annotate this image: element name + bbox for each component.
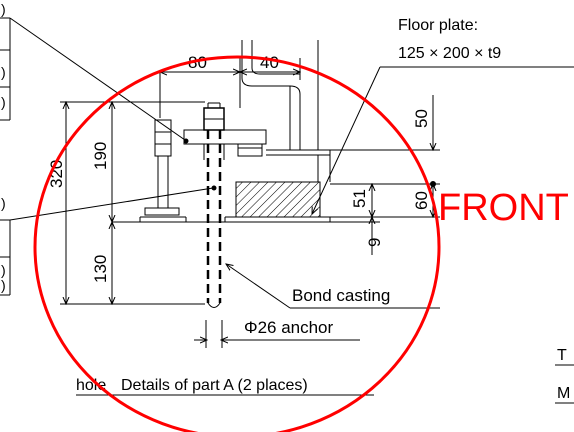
front-label: FRONT bbox=[438, 187, 569, 229]
floor-plate-callout: Floor plate: 125 × 200 × t9 bbox=[312, 17, 574, 214]
left-dimensions: 320 190 130 bbox=[47, 102, 205, 304]
floor-plate-size: 125 × 200 × t9 bbox=[398, 45, 501, 62]
dim-80: 80 bbox=[188, 53, 207, 72]
caption: hole Details of part A (2 places) bbox=[76, 377, 374, 396]
caption-title: Details of part A (2 places) bbox=[121, 377, 308, 394]
right-edge-fragment: T M bbox=[555, 347, 574, 404]
anchor-dimension: Φ26 anchor bbox=[194, 318, 360, 348]
caption-prefix: hole bbox=[76, 377, 106, 394]
leader-upper-dot bbox=[183, 138, 189, 144]
dim-60: 60 bbox=[412, 191, 431, 210]
dim-190: 190 bbox=[91, 142, 110, 170]
edge-paren-5: ) bbox=[1, 262, 6, 278]
leader-lower-dot bbox=[211, 185, 217, 191]
edge-paren-6: ) bbox=[1, 277, 6, 293]
edge-paren-3: ) bbox=[1, 94, 6, 110]
edge-letter-t: T bbox=[557, 347, 567, 364]
dim-40: 40 bbox=[260, 53, 279, 72]
left-table-fragment: ) ) ) ) ) ) bbox=[0, 1, 11, 296]
edge-paren-2: ) bbox=[1, 64, 6, 80]
dim-9: 9 bbox=[365, 238, 384, 247]
anchor-label: Φ26 anchor bbox=[244, 318, 334, 337]
edge-paren-top: ) bbox=[1, 1, 6, 17]
bond-casting-callout: Bond casting bbox=[226, 264, 440, 309]
highlight-ellipse bbox=[33, 55, 441, 432]
bond-casting-label: Bond casting bbox=[292, 286, 390, 305]
dim-320: 320 bbox=[47, 160, 66, 188]
grout-block bbox=[235, 181, 321, 218]
leader-upper bbox=[9, 17, 186, 141]
edge-paren-mid: ) bbox=[1, 195, 6, 211]
edge-letter-m: M bbox=[557, 385, 570, 402]
side-bolt-view bbox=[139, 119, 187, 222]
dim-50: 50 bbox=[412, 109, 431, 128]
floor-plate-label: Floor plate: bbox=[398, 17, 478, 34]
anchor-bolt bbox=[183, 102, 267, 308]
dim-130: 130 bbox=[91, 255, 110, 283]
right-dimensions: 50 51 60 9 bbox=[300, 95, 440, 255]
dim-51: 51 bbox=[350, 189, 369, 208]
